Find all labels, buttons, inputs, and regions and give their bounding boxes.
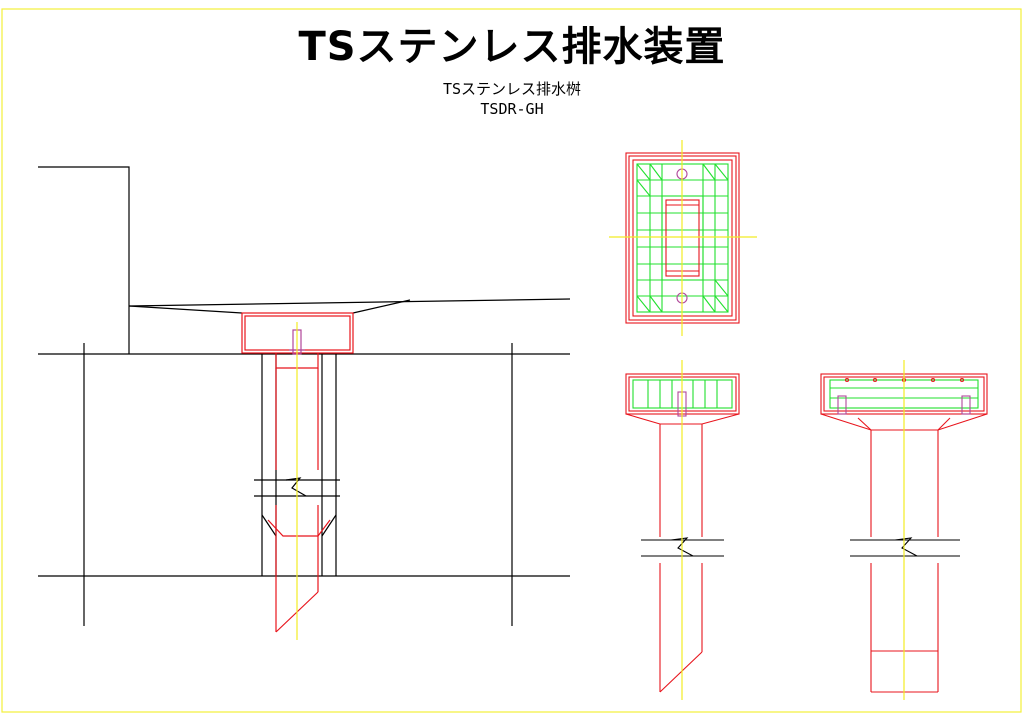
front-elevation-view <box>625 360 740 700</box>
side-elevation-view <box>820 360 988 700</box>
side-break <box>850 537 960 557</box>
drawing-subtitle: TSステンレス排水桝 <box>442 80 582 98</box>
structure-outline <box>38 166 571 626</box>
drawing-title: TSステンレス排水装置 <box>298 24 726 70</box>
plan-centerlines <box>609 140 757 336</box>
drawing-model-number: TSDR-GH <box>480 100 544 118</box>
side-bolts <box>837 395 971 415</box>
plan-view <box>609 140 757 336</box>
sheet-border <box>1 8 1022 713</box>
section-installed-view <box>38 166 571 640</box>
